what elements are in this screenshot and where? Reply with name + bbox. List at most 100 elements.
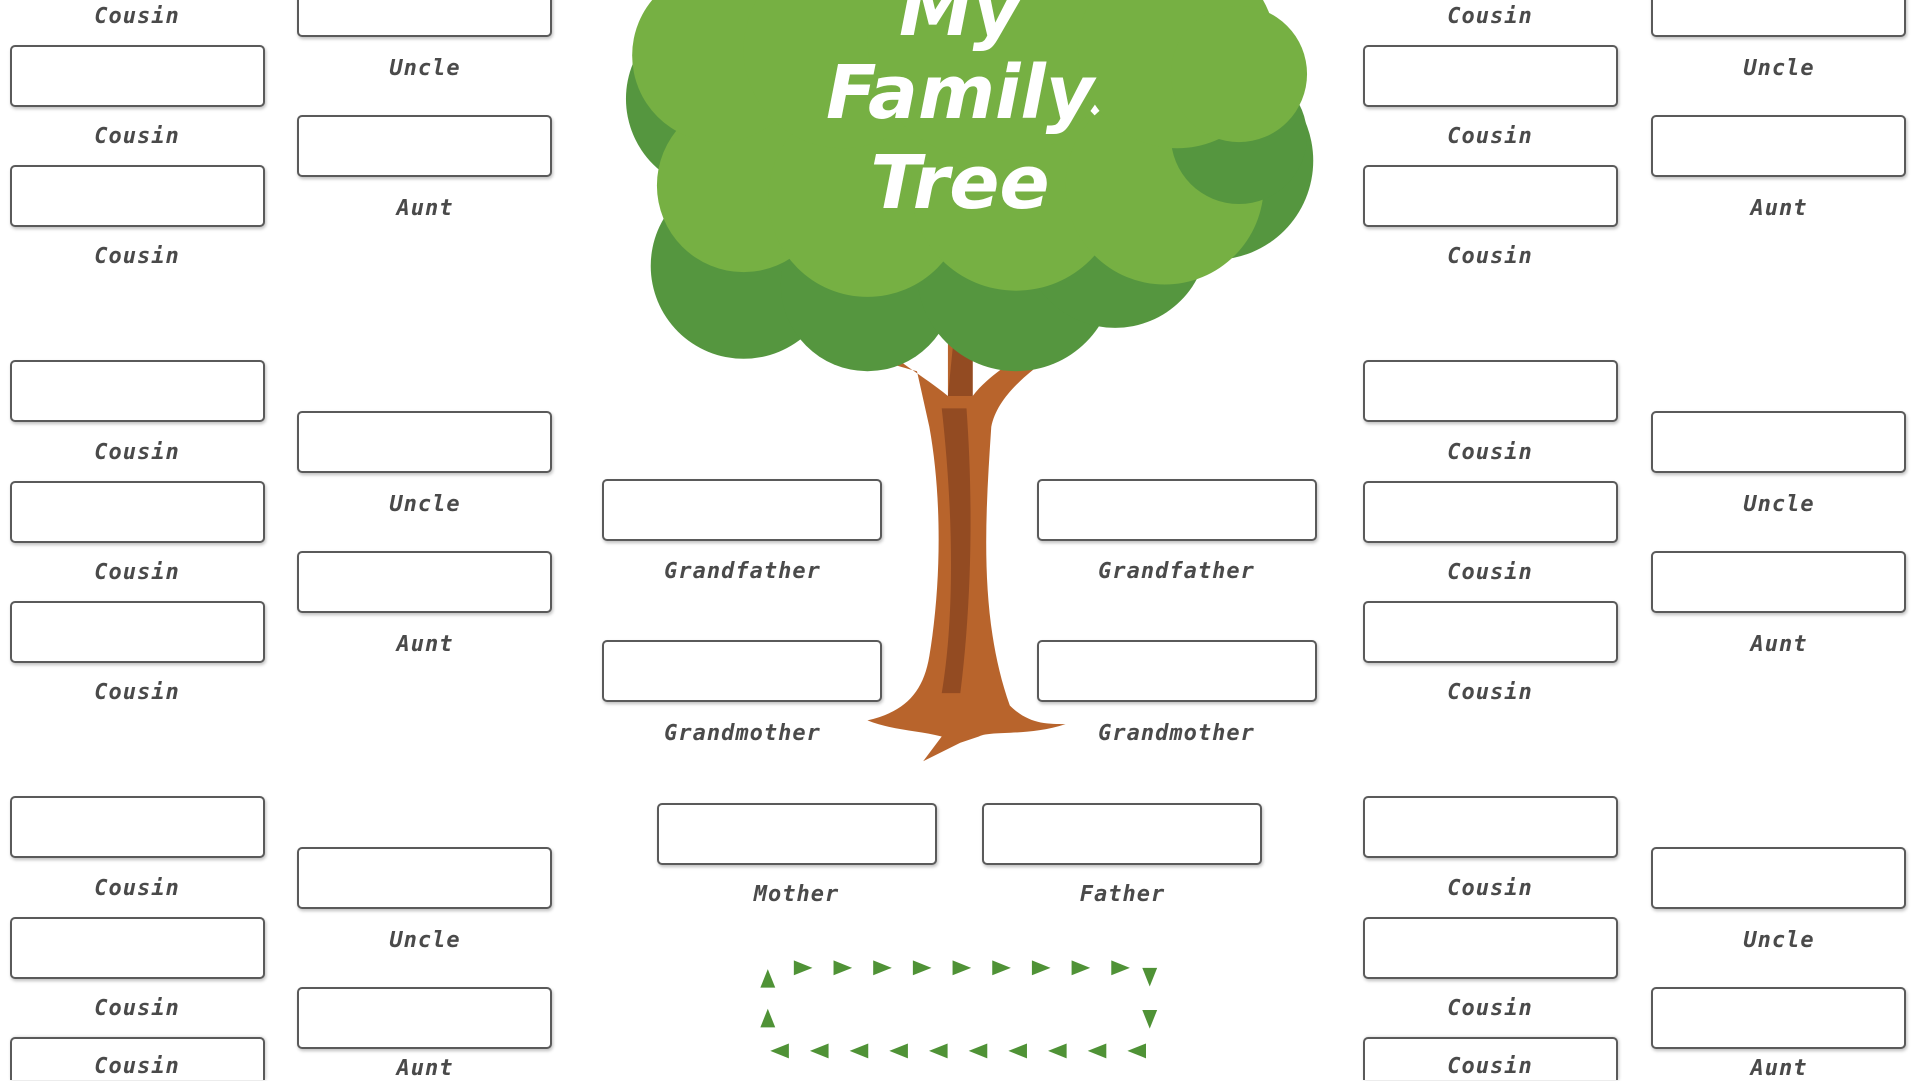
mother-label: Mother <box>753 882 840 907</box>
title-line-3: Tree <box>870 140 1050 226</box>
arrow-icon <box>770 1043 789 1059</box>
grandfather-right-label: Grandfather <box>1098 559 1255 584</box>
right-aunt-box[interactable] <box>1651 551 1906 613</box>
arrow-icon <box>833 960 853 976</box>
right-cousin-box[interactable] <box>1363 1037 1618 1080</box>
father-label: Father <box>1079 882 1166 907</box>
arrow-icon <box>760 1008 776 1028</box>
right-aunt-label: Aunt <box>1750 632 1808 657</box>
arrow-icon <box>929 1043 948 1059</box>
right-cousin-box[interactable] <box>1363 360 1618 422</box>
right-aunt-box[interactable] <box>1651 987 1906 1049</box>
arrow-icon <box>849 1043 869 1059</box>
right-uncle-box[interactable] <box>1651 0 1906 37</box>
left-cousin-label: Cousin <box>94 876 180 901</box>
left-cousin-label: Cousin <box>94 1054 180 1079</box>
left-cousin-label: Cousin <box>94 560 180 585</box>
grandfather-left-box[interactable] <box>602 479 882 541</box>
grandmother-left-box[interactable] <box>602 640 882 702</box>
arrow-icon <box>889 1043 908 1059</box>
right-cousin-label: Cousin <box>1447 244 1533 269</box>
arrow-icon <box>952 960 972 976</box>
arrow-icon <box>992 960 1011 976</box>
arrow-loop <box>760 960 1158 1059</box>
arrow-icon <box>873 960 892 976</box>
right-uncle-label: Uncle <box>1743 56 1815 81</box>
right-uncle-label: Uncle <box>1743 492 1815 517</box>
left-cousin-label: Cousin <box>94 440 180 465</box>
mother-box[interactable] <box>657 803 937 865</box>
arrow-icon <box>793 960 813 976</box>
left-uncle-label: Uncle <box>389 928 461 953</box>
tree-illustration <box>625 0 1314 762</box>
left-aunt-label: Aunt <box>396 632 454 657</box>
left-uncle-box[interactable] <box>297 411 552 473</box>
tree-canopy <box>625 0 1314 372</box>
grandmother-right-box[interactable] <box>1037 640 1317 702</box>
left-cousin-box[interactable] <box>10 360 265 422</box>
right-cousin-box[interactable] <box>1363 165 1618 227</box>
right-aunt-label: Aunt <box>1750 1056 1808 1081</box>
arrow-icon <box>760 969 776 988</box>
left-cousin-box[interactable] <box>10 796 265 858</box>
right-cousin-label: Cousin <box>1447 560 1533 585</box>
left-cousin-label: Cousin <box>94 244 180 269</box>
right-uncle-box[interactable] <box>1651 411 1906 473</box>
left-aunt-label: Aunt <box>396 1056 454 1081</box>
arrow-icon <box>809 1043 829 1059</box>
left-uncle-label: Uncle <box>389 492 461 517</box>
left-cousin-box[interactable] <box>10 601 265 663</box>
left-uncle-box[interactable] <box>297 847 552 909</box>
right-uncle-box[interactable] <box>1651 847 1906 909</box>
right-cousin-label: Cousin <box>1447 680 1533 705</box>
left-cousin-box[interactable] <box>10 165 265 227</box>
arrow-icon <box>1008 1043 1027 1059</box>
arrow-icon <box>1031 960 1051 976</box>
right-cousin-label: Cousin <box>1447 440 1533 465</box>
right-uncle-label: Uncle <box>1743 928 1815 953</box>
left-aunt-box[interactable] <box>297 987 552 1049</box>
arrow-icon <box>1087 1043 1107 1059</box>
arrow-icon <box>1071 960 1091 976</box>
arrow-icon <box>1142 1010 1158 1029</box>
left-cousin-box[interactable] <box>10 1037 265 1080</box>
arrow-icon <box>1048 1043 1067 1059</box>
right-cousin-box[interactable] <box>1363 601 1618 663</box>
right-cousin-label: Cousin <box>1447 124 1533 149</box>
arrow-icon <box>912 960 932 976</box>
right-cousin-box[interactable] <box>1363 796 1618 858</box>
arrow-icon <box>1111 960 1130 976</box>
right-cousin-box[interactable] <box>1363 917 1618 979</box>
right-aunt-box[interactable] <box>1651 115 1906 177</box>
arrow-icon <box>1127 1043 1146 1059</box>
arrow-icon <box>1142 967 1158 987</box>
grandfather-right-box[interactable] <box>1037 479 1317 541</box>
left-cousin-label: Cousin <box>94 996 180 1021</box>
left-aunt-box[interactable] <box>297 115 552 177</box>
left-cousin-box[interactable] <box>10 481 265 543</box>
father-box[interactable] <box>982 803 1262 865</box>
right-cousin-label: Cousin <box>1447 876 1533 901</box>
tree-trunk <box>848 334 1066 762</box>
left-aunt-box[interactable] <box>297 551 552 613</box>
right-cousin-label: Cousin <box>1447 4 1533 29</box>
left-aunt-label: Aunt <box>396 196 454 221</box>
left-cousin-box[interactable] <box>10 917 265 979</box>
left-cousin-box[interactable] <box>10 45 265 107</box>
left-uncle-label: Uncle <box>389 56 461 81</box>
right-aunt-label: Aunt <box>1750 196 1808 221</box>
right-cousin-label: Cousin <box>1447 996 1533 1021</box>
title-line-2: Family <box>825 50 1095 136</box>
right-cousin-label: Cousin <box>1447 1054 1533 1079</box>
grandmother-left-label: Grandmother <box>664 721 821 746</box>
arrow-icon <box>968 1043 988 1059</box>
right-cousin-box[interactable] <box>1363 481 1618 543</box>
grandfather-left-label: Grandfather <box>664 559 821 584</box>
left-uncle-box[interactable] <box>297 0 552 37</box>
title-line-1: My <box>899 0 1021 53</box>
right-cousin-box[interactable] <box>1363 45 1618 107</box>
grandmother-right-label: Grandmother <box>1098 721 1255 746</box>
left-cousin-label: Cousin <box>94 124 180 149</box>
left-cousin-label: Cousin <box>94 680 180 705</box>
